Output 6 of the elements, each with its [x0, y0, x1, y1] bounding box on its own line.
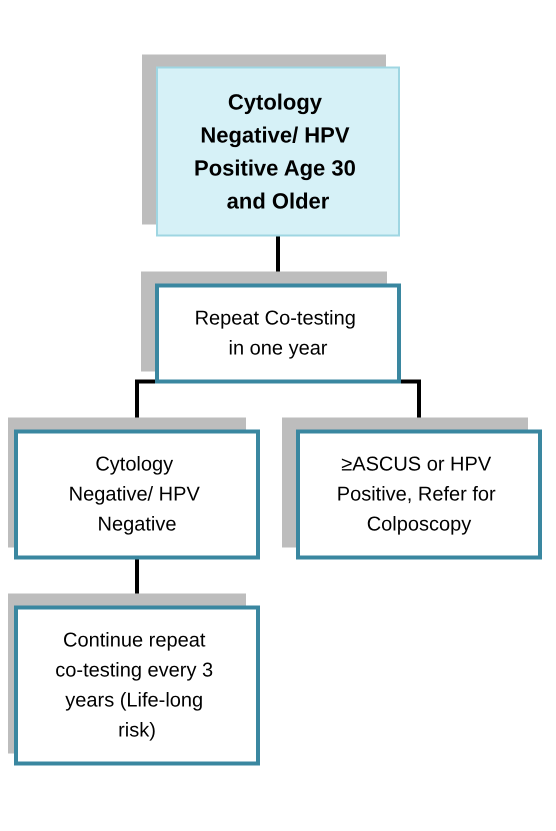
connector [276, 234, 280, 286]
node-box: Repeat Co-testing in one year [155, 284, 401, 384]
node-box: ≥ASCUS or HPV Positive, Refer for Colposcopy [296, 430, 542, 560]
node-box: Cytology Negative/ HPV Negative [14, 430, 260, 560]
node-box: Continue repeat co-testing every 3 years (Life-long risk) [14, 606, 260, 766]
node-box: Cytology Negative/ HPV Positive Age 30 and Older [156, 66, 400, 236]
